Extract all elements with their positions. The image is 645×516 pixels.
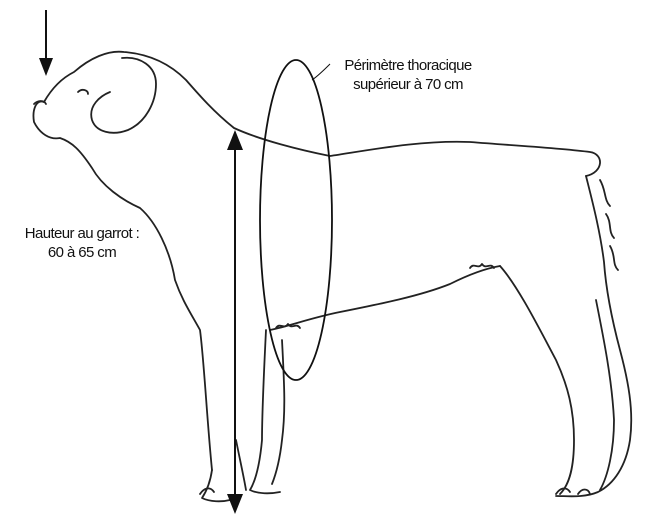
withers-height-line2: 60 à 65 cm [2, 243, 162, 262]
height-measure-arrow [227, 130, 243, 514]
chest-girth-ellipse [260, 60, 332, 380]
withers-height-line1: Hauteur au garrot : [2, 224, 162, 243]
withers-height-annotation: Hauteur au garrot : 60 à 65 cm [2, 224, 162, 262]
chest-girth-line1: Périmètre thoracique [318, 56, 498, 75]
chest-girth-annotation: Périmètre thoracique supérieur à 70 cm [318, 56, 498, 94]
chest-girth-line2: supérieur à 70 cm [318, 75, 498, 94]
down-arrow-icon [39, 10, 53, 76]
dog-silhouette [33, 52, 631, 502]
